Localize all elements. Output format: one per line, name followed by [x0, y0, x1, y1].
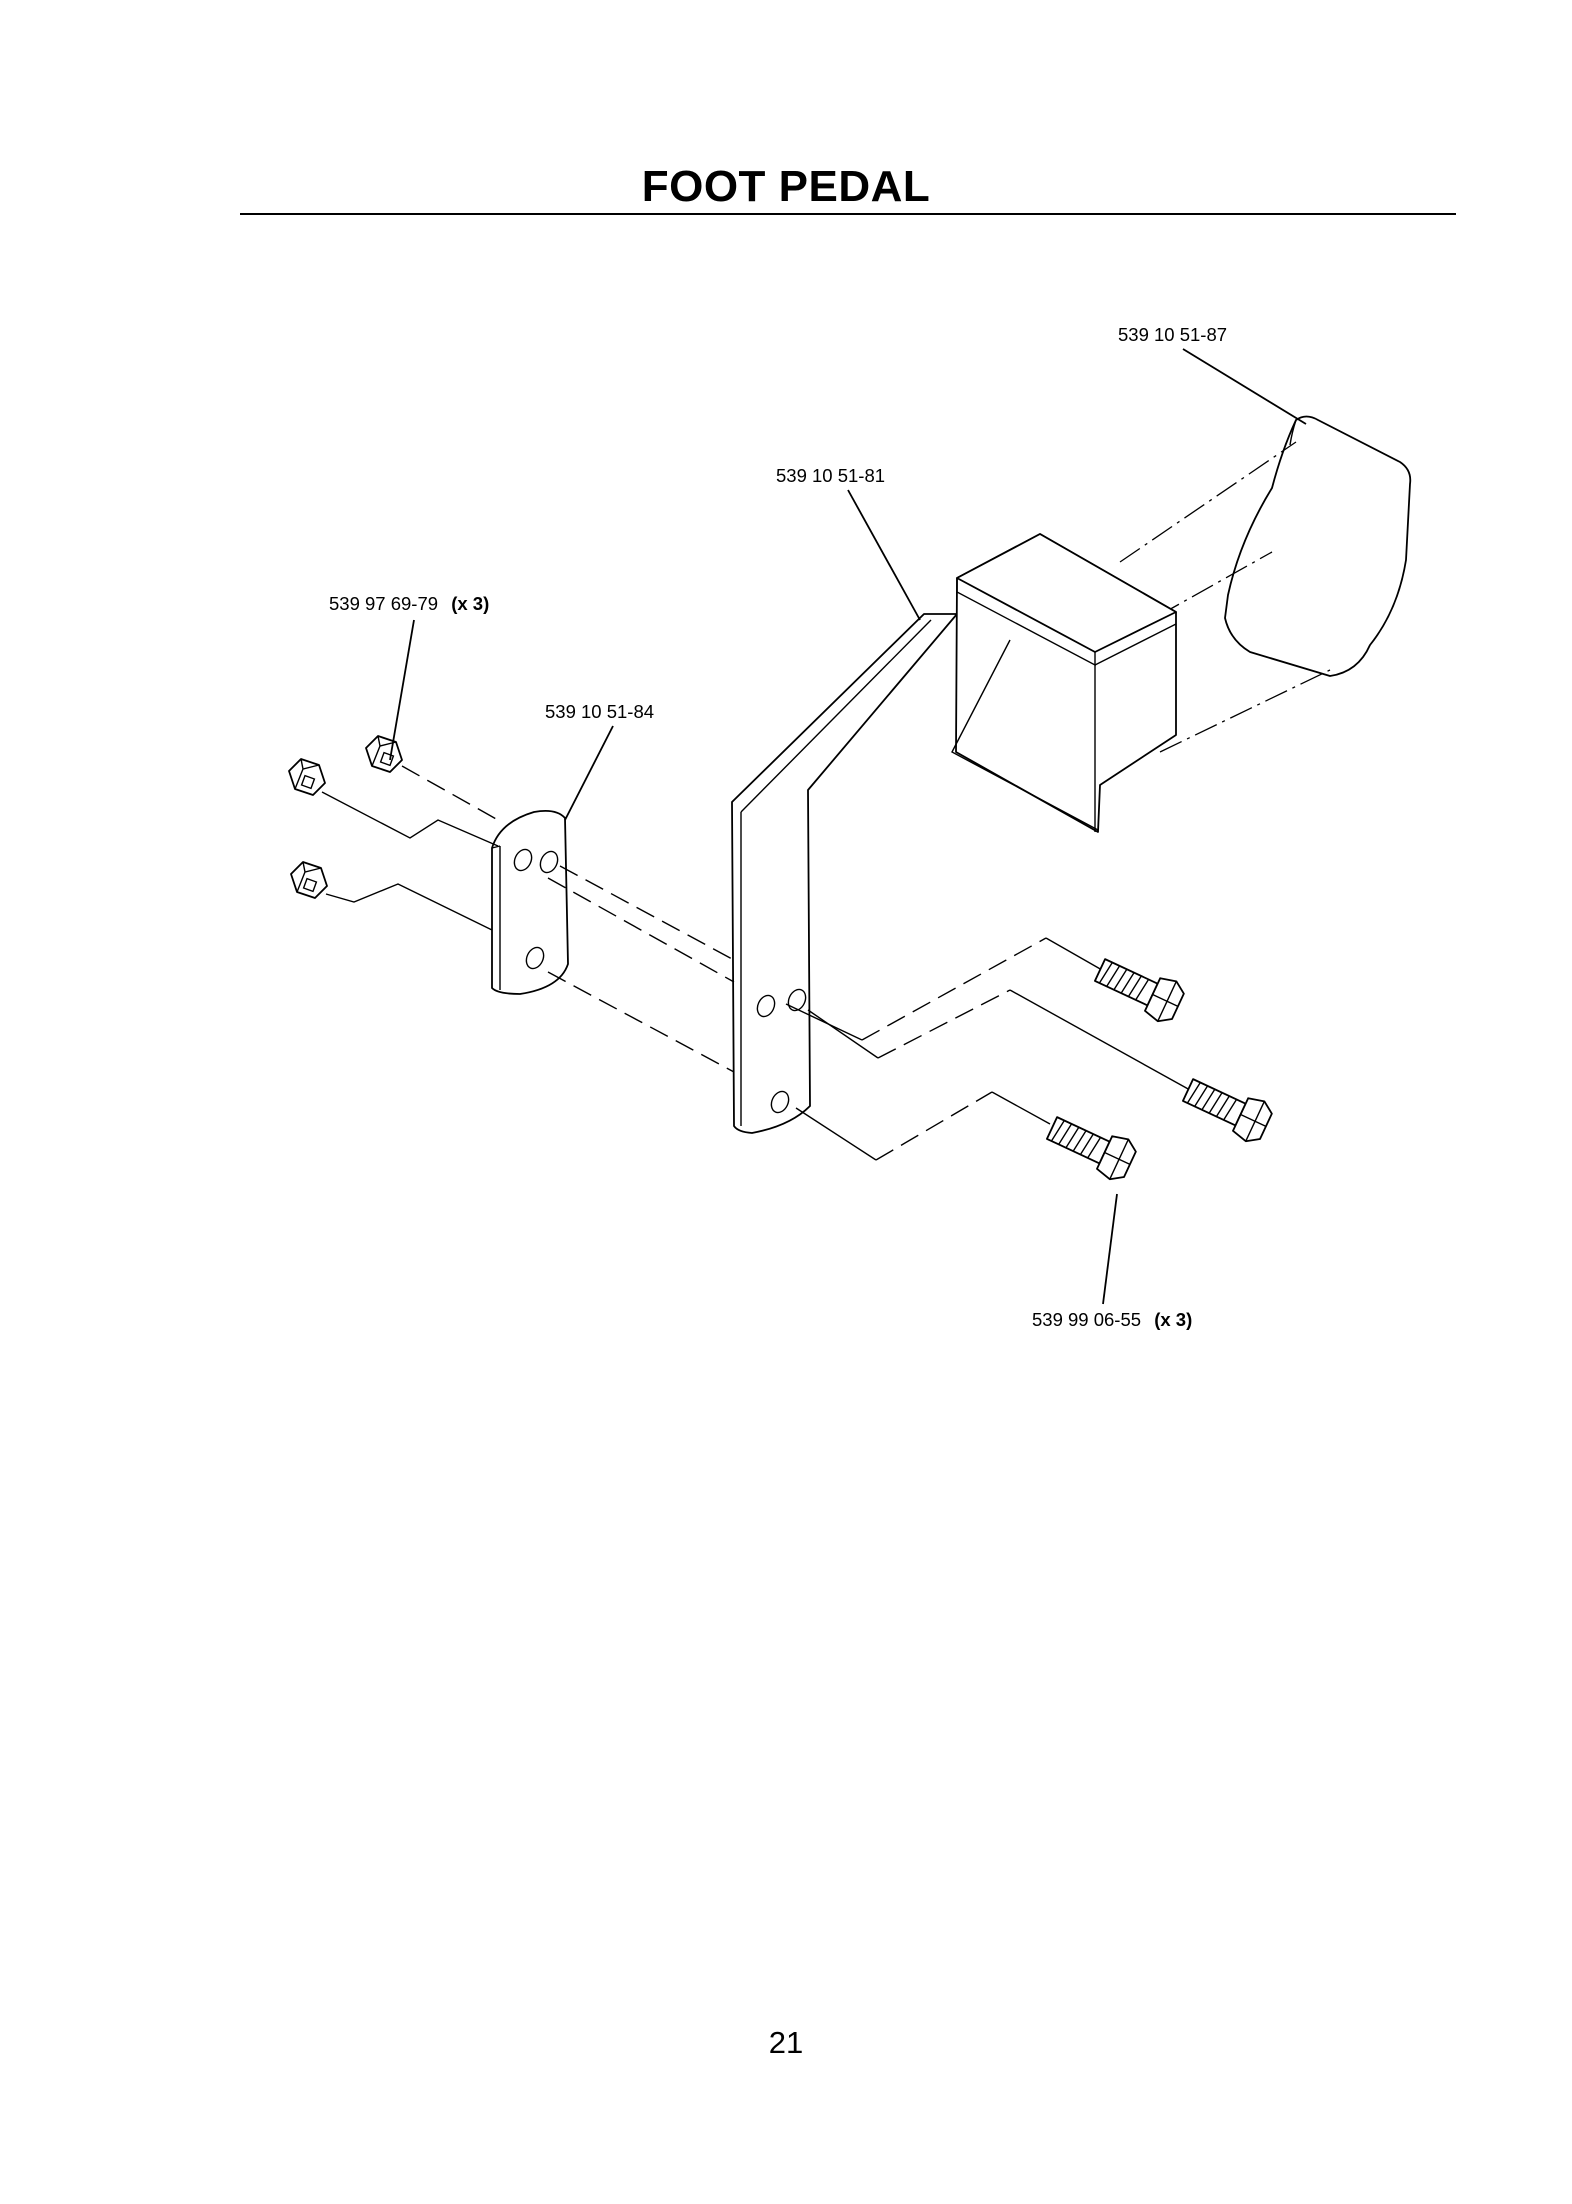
quantity-bolt: (x 3) [1154, 1309, 1192, 1330]
callout-bolt: 539 99 06-55 (x 3) [1032, 1309, 1192, 1330]
leader-pedal-arm [847, 489, 921, 621]
bolt-bottom [1046, 1116, 1137, 1181]
page-number: 21 [768, 2025, 804, 2060]
leader-lock-nut [389, 619, 415, 761]
page-title: FOOT PEDAL [641, 162, 931, 211]
leader-backing-plate [564, 725, 614, 821]
part-number-pedal-arm: 539 10 51-81 [776, 465, 885, 486]
callout-lock-nut: 539 97 69-79 (x 3) [329, 593, 489, 614]
lock-nut-top-left [288, 758, 326, 796]
callout-pedal-arm: 539 10 51-81 [776, 465, 885, 486]
bolt-top [1094, 958, 1185, 1023]
backing-plate-part [491, 809, 569, 995]
callout-pedal-pad: 539 10 51-87 [1118, 324, 1227, 345]
leader-lines [389, 348, 1307, 1305]
part-number-backing-plate: 539 10 51-84 [545, 701, 654, 722]
pad-alignment-lines [1119, 441, 1331, 753]
title-rule [240, 213, 1456, 215]
bolt-middle [1182, 1078, 1273, 1143]
leader-bolt [1102, 1193, 1118, 1305]
nut-alignment-lines [321, 765, 499, 931]
lock-nut-parts [288, 735, 403, 899]
part-number-lock-nut: 539 97 69-79 [329, 593, 438, 614]
leader-pedal-pad [1182, 348, 1307, 425]
callout-backing-plate: 539 10 51-84 [545, 701, 654, 722]
pedal-arm-part [731, 533, 1177, 1134]
bolt-alignment-lines [547, 865, 1191, 1161]
lock-nut-bottom-left [290, 861, 328, 899]
quantity-lock-nut: (x 3) [451, 593, 489, 614]
lock-nut-top-right [365, 735, 403, 773]
part-number-bolt: 539 99 06-55 [1032, 1309, 1141, 1330]
pedal-pad-part [1224, 415, 1412, 677]
bolt-parts [1046, 958, 1273, 1181]
part-number-pedal-pad: 539 10 51-87 [1118, 324, 1227, 345]
